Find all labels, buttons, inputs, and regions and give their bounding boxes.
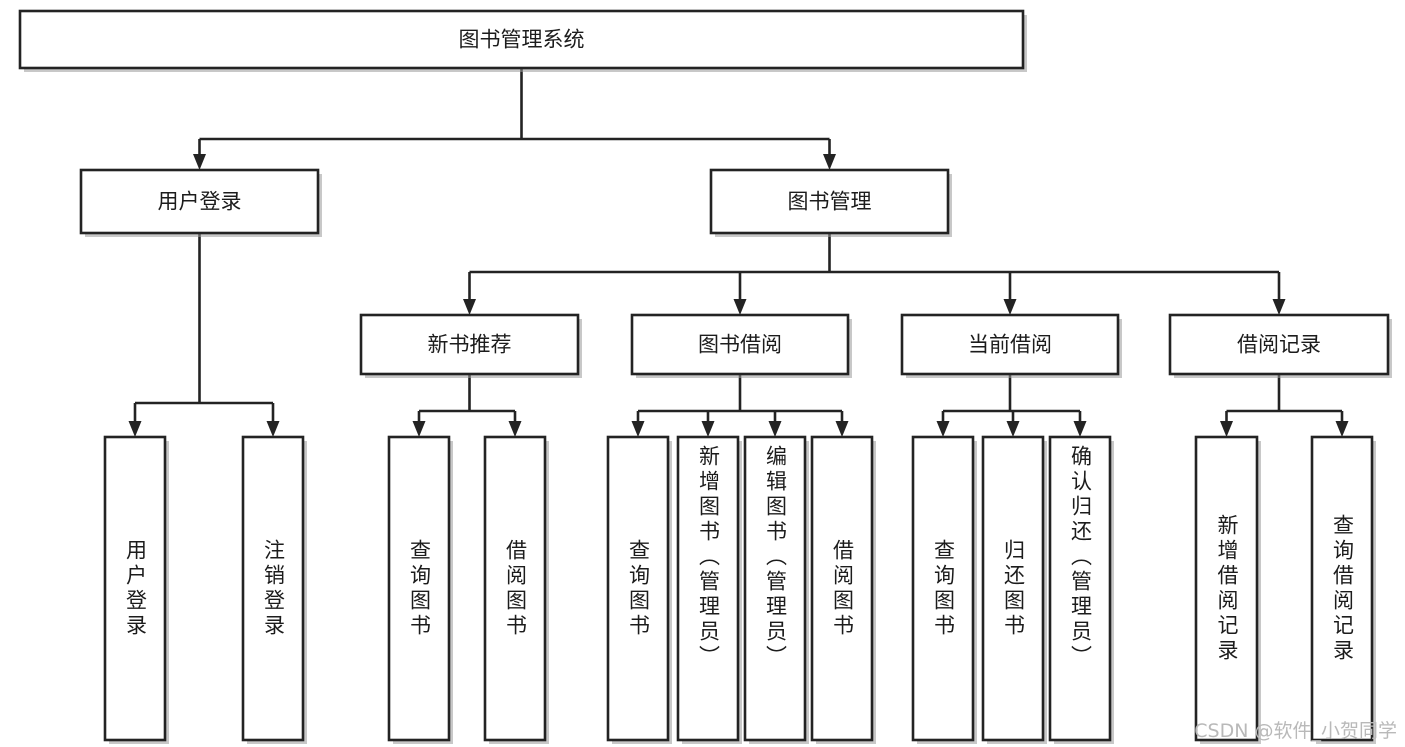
arrow-head-icon [463,299,476,315]
node-user-login[interactable] [79,168,320,235]
arrow-head-icon [768,421,782,437]
node-new-book-rec[interactable] [359,313,580,376]
arrow-head-icon [266,421,280,437]
arrow-head-icon [1335,421,1349,437]
node-current-borrow[interactable] [900,313,1120,376]
node-borrow-record-label: 借阅记录 [1237,333,1321,357]
node-leaf-return-book[interactable] [981,435,1045,742]
node-leaf-edit-book[interactable] [743,435,807,742]
arrow-head-icon [823,154,836,170]
arrow-head-icon [128,421,142,437]
node-leaf-logout[interactable] [241,435,305,742]
node-leaf-add-book[interactable] [676,435,740,742]
arrow-head-icon [1073,421,1087,437]
arrow-head-icon [1220,421,1233,437]
node-box-layer [18,9,1392,744]
arrow-head-icon [835,421,849,437]
node-leaf-user-login[interactable] [103,435,167,742]
node-root-title-label: 图书管理系统 [459,28,585,52]
arrow-head-icon [508,421,522,437]
arrow-head-icon [733,299,747,315]
node-borrow-record[interactable] [1168,313,1390,376]
node-leaf-query-record[interactable] [1310,435,1374,742]
node-leaf-query-book-1[interactable] [387,435,451,742]
node-book-manage[interactable] [709,168,950,235]
arrow-head-icon [1006,421,1020,437]
arrow-head-icon [936,421,950,437]
node-leaf-query-book-2[interactable] [606,435,670,742]
node-leaf-query-book-3[interactable] [911,435,975,742]
arrow-head-icon [193,154,206,170]
node-root-title[interactable] [18,9,1025,70]
node-current-borrow-label: 当前借阅 [968,333,1052,357]
node-book-manage-label: 图书管理 [788,190,872,214]
arrow-head-icon [1272,299,1286,315]
node-book-borrow[interactable] [630,313,850,376]
node-leaf-borrow-book-1[interactable] [483,435,547,742]
node-leaf-borrow-book-2[interactable] [810,435,874,742]
arrow-head-icon [1003,299,1017,315]
node-book-borrow-label: 图书借阅 [698,333,782,357]
node-user-login-label: 用户登录 [158,190,242,214]
connector-layer [128,68,1349,437]
arrow-head-icon [631,421,645,437]
arrow-head-icon [701,421,715,437]
node-leaf-add-record[interactable] [1194,435,1259,742]
arrow-head-icon [412,421,426,437]
node-new-book-rec-label: 新书推荐 [428,333,512,357]
watermark-text: CSDN @软件_小贺同学 [1194,720,1397,742]
node-leaf-confirm-return[interactable] [1048,435,1112,742]
